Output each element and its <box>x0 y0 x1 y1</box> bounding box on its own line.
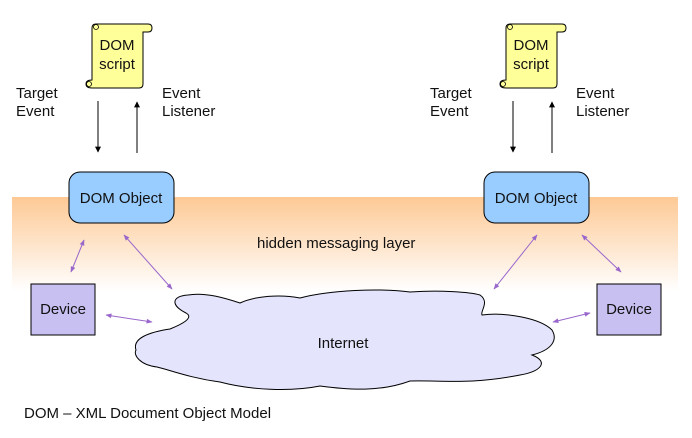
right-device-internet-connector <box>552 311 591 324</box>
left-device-label: Device <box>40 301 86 318</box>
cloud-icon <box>134 289 555 390</box>
right-device-label: Device <box>606 301 652 318</box>
script-label-line2: script <box>99 56 136 73</box>
left-device-dom-connector <box>70 239 85 273</box>
left-dom-object[interactable]: DOM Object <box>68 171 175 224</box>
hidden-messaging-layer-label: hidden messaging layer <box>257 235 415 252</box>
left-dom-object-label: DOM Object <box>80 190 163 207</box>
left-event-listener-line2: Listener <box>162 103 215 120</box>
right-dom-device-connector <box>581 234 622 273</box>
left-dom-script: DOM script <box>85 23 153 89</box>
right-event-listener-line2: Listener <box>576 103 629 120</box>
diagram-caption: DOM – XML Document Object Model <box>24 405 271 422</box>
script-label-line1: DOM <box>100 37 135 54</box>
right-device[interactable]: Device <box>596 283 662 336</box>
left-event-listener-line1: Event <box>162 85 201 102</box>
scroll-curl-bottom <box>500 81 506 87</box>
right-dom-internet-connector <box>493 234 538 290</box>
right-dom-script: DOM script <box>499 23 567 89</box>
left-dom-internet-connector <box>123 234 173 290</box>
internet-label: Internet <box>318 335 370 352</box>
right-event-listener-line1: Event <box>576 85 615 102</box>
script-label-line2: script <box>513 56 550 73</box>
left-target-event-line1: Target <box>16 85 59 102</box>
internet-cloud[interactable]: Internet <box>134 289 555 390</box>
left-device[interactable]: Device <box>30 283 96 336</box>
right-dom-object[interactable]: DOM Object <box>483 171 590 224</box>
scroll-icon <box>85 23 153 89</box>
right-target-event-line2: Event <box>430 103 469 120</box>
scroll-curl-bottom <box>86 81 92 87</box>
scroll-curl-top <box>507 24 513 30</box>
scroll-curl-top <box>93 24 99 30</box>
right-target-event-line1: Target <box>430 85 473 102</box>
scroll-icon <box>499 23 567 89</box>
left-target-event-line2: Event <box>16 103 55 120</box>
script-label-line1: DOM <box>514 37 549 54</box>
left-device-internet-connector <box>105 313 153 324</box>
right-dom-object-label: DOM Object <box>495 190 578 207</box>
